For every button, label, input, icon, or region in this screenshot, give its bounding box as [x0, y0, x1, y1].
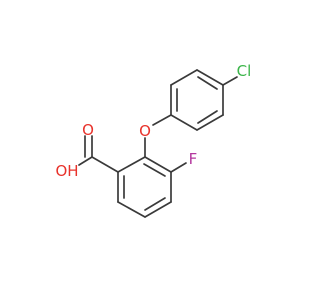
bond [91, 156, 119, 173]
bond [117, 201, 146, 218]
bond [144, 201, 172, 218]
bond [144, 197, 166, 211]
atom-labels: O OH O F Cl [55, 62, 251, 180]
bond [170, 69, 198, 86]
molecule-structure: O OH O F Cl [55, 62, 251, 218]
carbonyl-oxygen-label: O [82, 121, 94, 139]
bond [143, 163, 166, 177]
fluorine-label: F [189, 150, 198, 168]
molecule-canvas: O OH O F Cl [55, 62, 251, 218]
bond [78, 156, 93, 166]
bond [170, 162, 187, 173]
bond [222, 76, 238, 86]
bond [196, 69, 224, 86]
bond [170, 114, 198, 131]
bond [144, 156, 172, 173]
chlorine-label: Cl [237, 62, 252, 80]
ether-oxygen-label: O [139, 122, 151, 140]
bond [197, 76, 218, 90]
bond [152, 114, 172, 126]
bonds [78, 69, 238, 218]
hydroxyl-label: OH [55, 162, 78, 180]
bond [197, 110, 218, 124]
bond [117, 156, 146, 173]
bond [196, 114, 224, 131]
